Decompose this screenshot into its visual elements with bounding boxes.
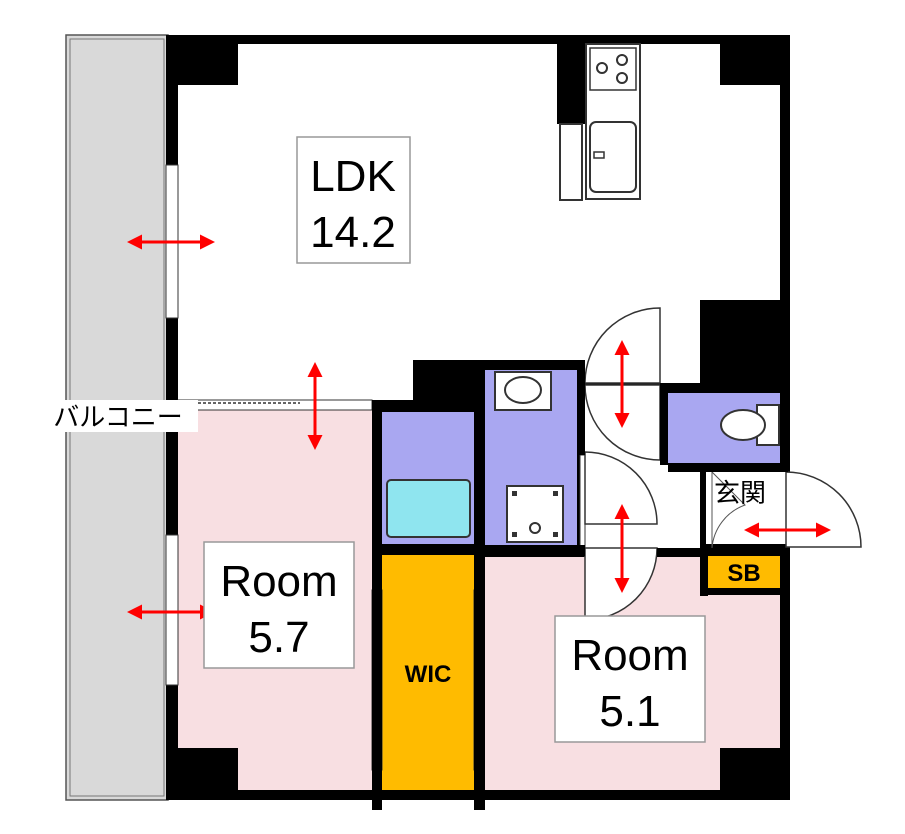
balcony-name: バルコニー	[53, 403, 182, 433]
washbasin	[494, 371, 552, 411]
ldk-floor	[178, 44, 780, 400]
room1-window	[165, 534, 179, 686]
sb-storage	[708, 556, 780, 588]
toilet-fixture	[720, 404, 780, 446]
door-arrows	[127, 234, 831, 620]
entrance-label: 玄関	[714, 479, 766, 509]
kitchen	[557, 43, 641, 201]
balcony-label: バルコニー	[40, 400, 198, 433]
room1-label: Room 5.7	[203, 541, 355, 669]
wic-label: WIC	[405, 661, 452, 688]
ldk-name: LDK	[310, 152, 396, 201]
interior-walls	[372, 300, 788, 810]
bathtub	[386, 479, 471, 538]
washing-machine	[506, 485, 564, 543]
ldk-label: LDK 14.2	[296, 136, 411, 264]
sb-label: SB	[727, 560, 760, 587]
ldk-area: 14.2	[310, 208, 396, 257]
wic-floor	[382, 555, 474, 790]
room1-name: Room	[220, 557, 337, 606]
room2-label: Room 5.1	[554, 615, 706, 743]
room2-area: 5.1	[599, 687, 660, 736]
room2-name: Room	[571, 631, 688, 680]
room1-area: 5.7	[248, 613, 309, 662]
